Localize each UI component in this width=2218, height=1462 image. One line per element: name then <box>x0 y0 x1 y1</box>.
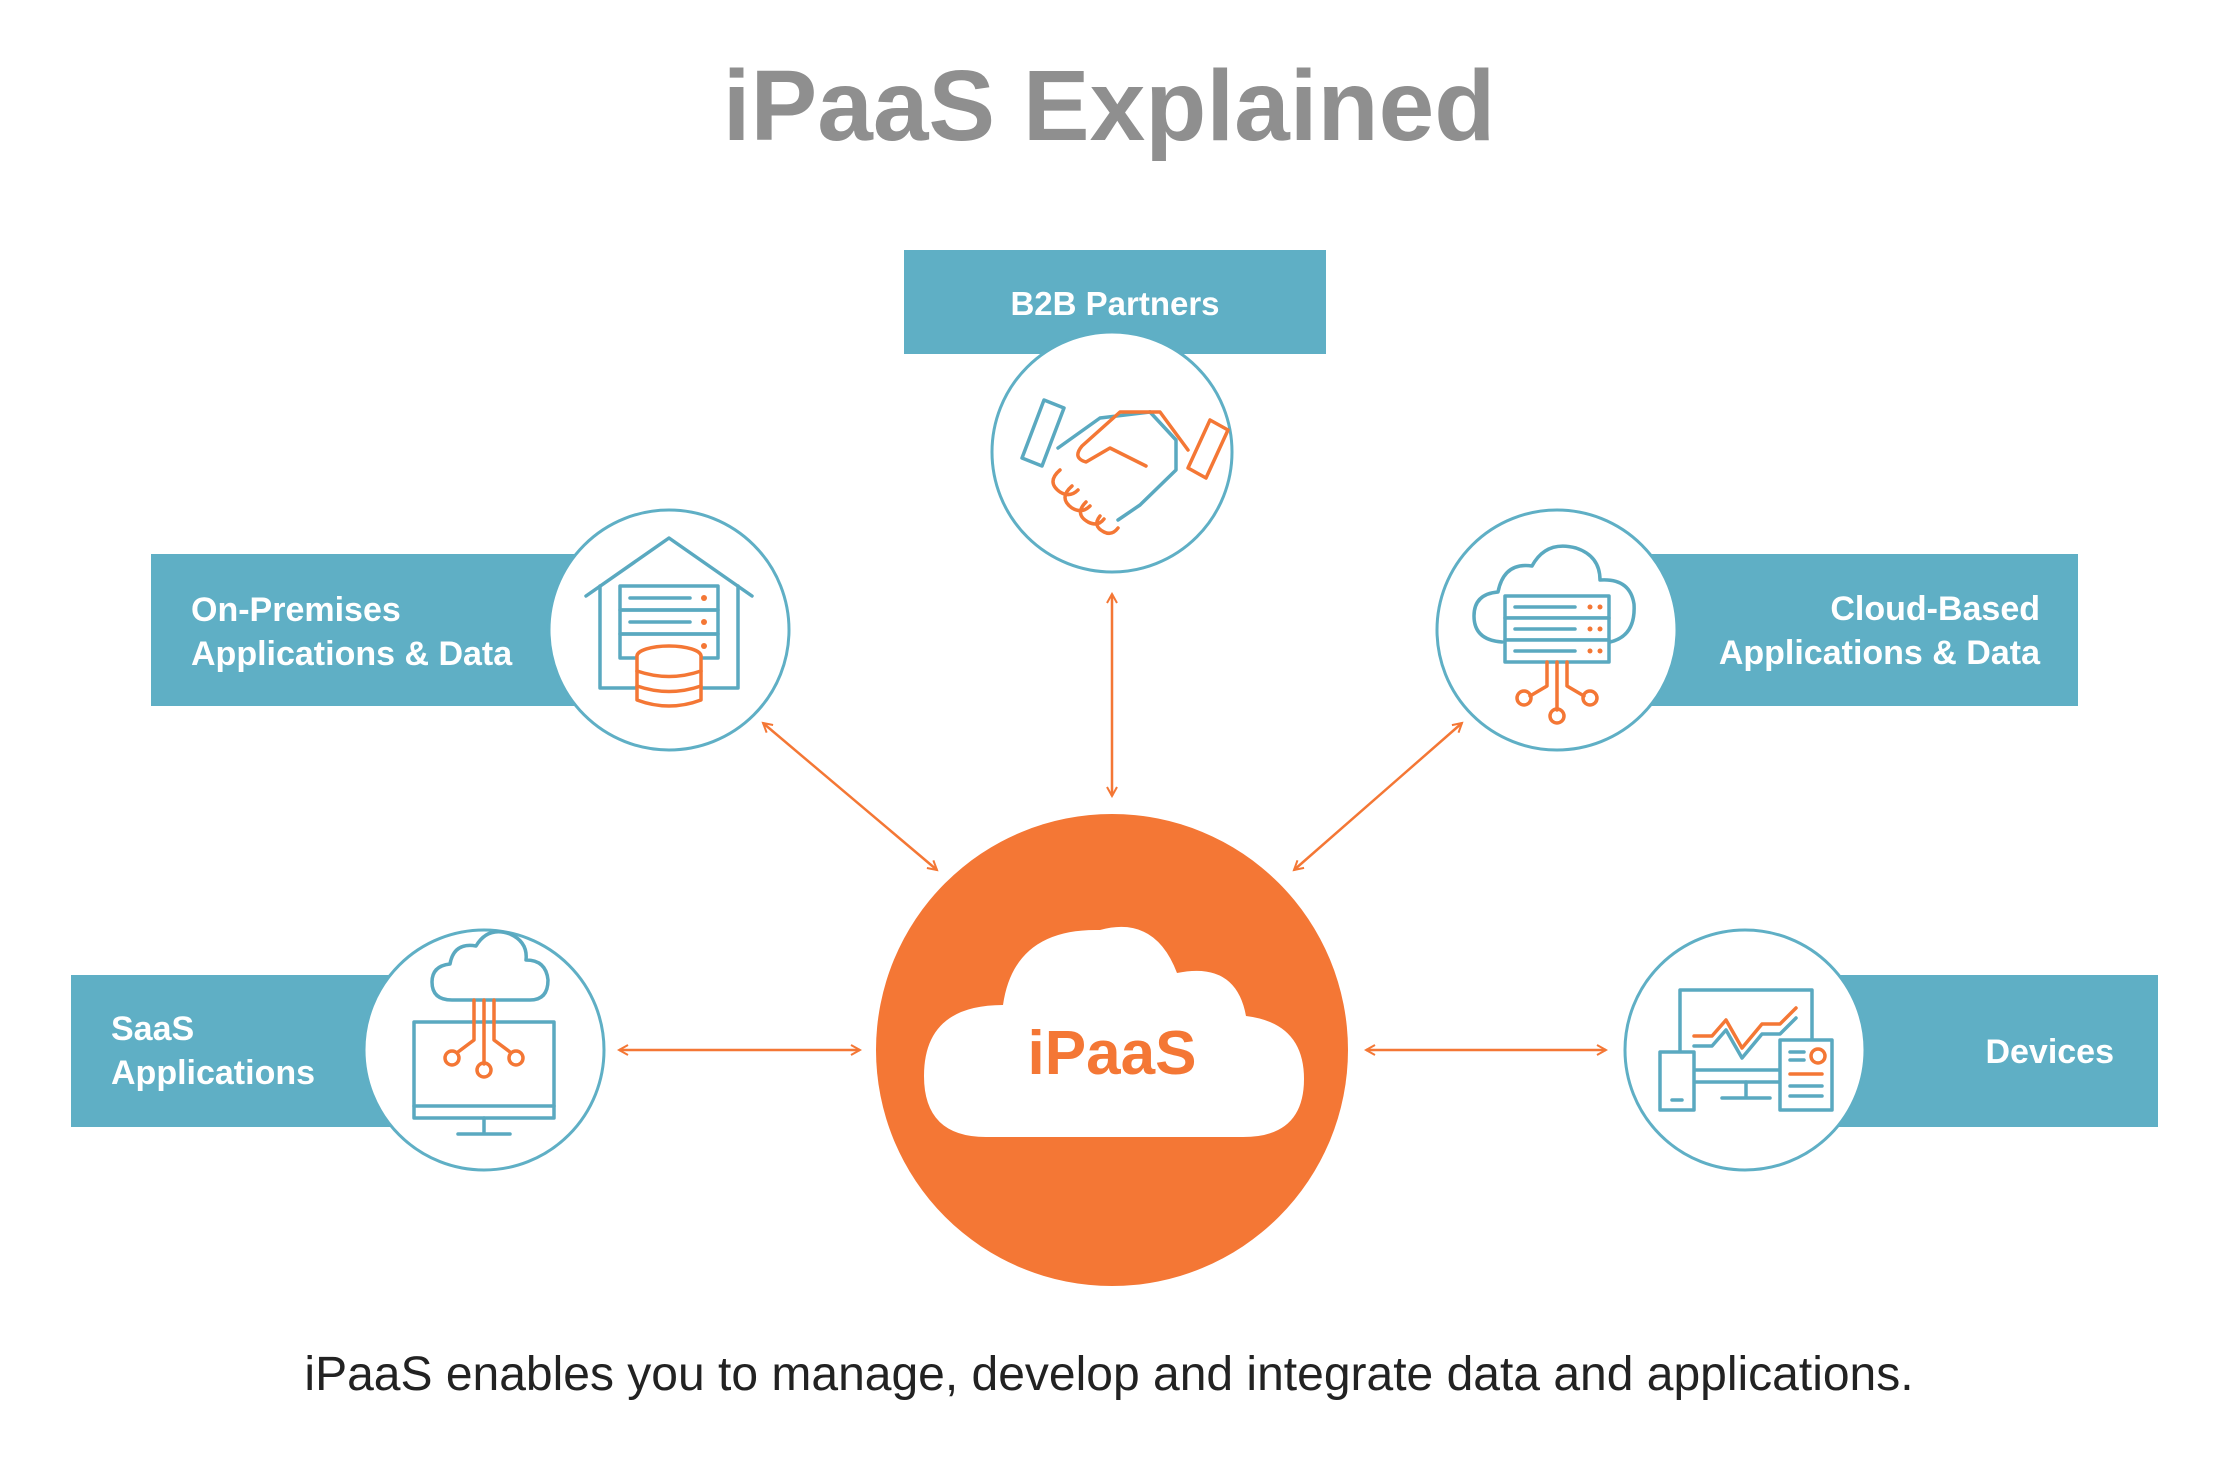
onprem-label-line2: Applications & Data <box>191 635 513 673</box>
saas-label-line2: Applications <box>111 1054 315 1092</box>
cloud-monitor-icon <box>412 930 556 1136</box>
onprem-circle <box>547 508 791 752</box>
cloud-label-line1: Cloud-Based <box>1830 590 2040 628</box>
diagram-caption: iPaaS enables you to manage, develop and… <box>304 1348 1913 1401</box>
arrow-onprem <box>763 723 937 870</box>
multi-device-icon <box>1658 988 1834 1112</box>
onprem-label-line1: On-Premises <box>191 591 401 629</box>
cloud-server-icon <box>1472 544 1636 725</box>
devices-label: Devices <box>1985 1033 2114 1071</box>
arrow-cloud <box>1294 723 1462 870</box>
b2b-label: B2B Partners <box>1010 285 1219 322</box>
b2b-circle <box>990 330 1234 574</box>
diagram-title: iPaaS Explained <box>723 50 1496 162</box>
connector-arrows <box>619 594 1606 1050</box>
warehouse-server-database-icon <box>584 536 754 708</box>
saas-label-line1: SaaS <box>111 1010 194 1048</box>
cloud-label-line2: Applications & Data <box>1719 634 2041 672</box>
cloud-icon <box>924 926 1304 1137</box>
ipaas-hub-label: iPaaS <box>1028 1019 1197 1088</box>
handshake-icon <box>1020 398 1230 536</box>
